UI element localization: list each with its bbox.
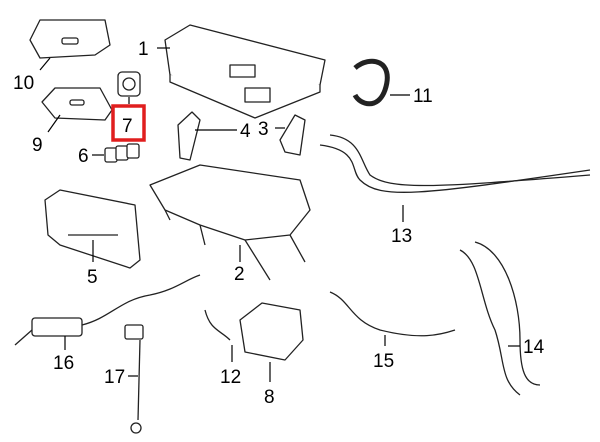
part-16-cord[interactable]	[14, 274, 201, 346]
part-14-cables[interactable]	[459, 241, 541, 396]
callout-14[interactable]: 14	[523, 337, 545, 358]
leader-lines	[39, 47, 520, 382]
part-10-pad[interactable]	[29, 19, 111, 59]
part-1-inverter[interactable]	[164, 24, 326, 119]
highlight-box-7	[111, 104, 146, 142]
callout-10[interactable]: 10	[13, 73, 34, 94]
part-17-sensor[interactable]	[124, 324, 144, 434]
callout-11[interactable]: 11	[413, 86, 433, 107]
part-13-hoses[interactable]	[319, 134, 591, 193]
callout-15[interactable]: 15	[373, 351, 394, 372]
part-11-hose[interactable]	[352, 58, 390, 107]
callout-8[interactable]: 8	[264, 387, 275, 408]
callout-6[interactable]: 6	[78, 146, 89, 167]
callout-13[interactable]: 13	[391, 226, 412, 247]
callout-3[interactable]: 3	[258, 119, 269, 140]
callout-12[interactable]: 12	[220, 367, 241, 388]
callout-5[interactable]: 5	[87, 267, 98, 288]
callout-2[interactable]: 2	[234, 264, 245, 285]
part-8-module[interactable]	[239, 302, 304, 361]
part-3-bracket[interactable]	[279, 114, 306, 156]
part-12-sensor[interactable]	[204, 309, 231, 341]
part-9-pad[interactable]	[41, 87, 113, 121]
part-4-bracket[interactable]	[177, 111, 201, 161]
callout-1[interactable]: 1	[138, 39, 149, 60]
callout-16[interactable]: 16	[53, 353, 74, 374]
callout-4[interactable]: 4	[240, 121, 251, 142]
callout-9[interactable]: 9	[32, 135, 43, 156]
part-7-relay[interactable]	[117, 71, 141, 97]
part-2-tray[interactable]	[149, 164, 311, 281]
callout-17[interactable]: 17	[104, 367, 125, 388]
part-6-fuses[interactable]	[104, 143, 140, 163]
part-5-cover[interactable]	[44, 189, 141, 269]
part-15-cable[interactable]	[329, 291, 456, 337]
callout-7[interactable]: 7	[122, 116, 133, 137]
